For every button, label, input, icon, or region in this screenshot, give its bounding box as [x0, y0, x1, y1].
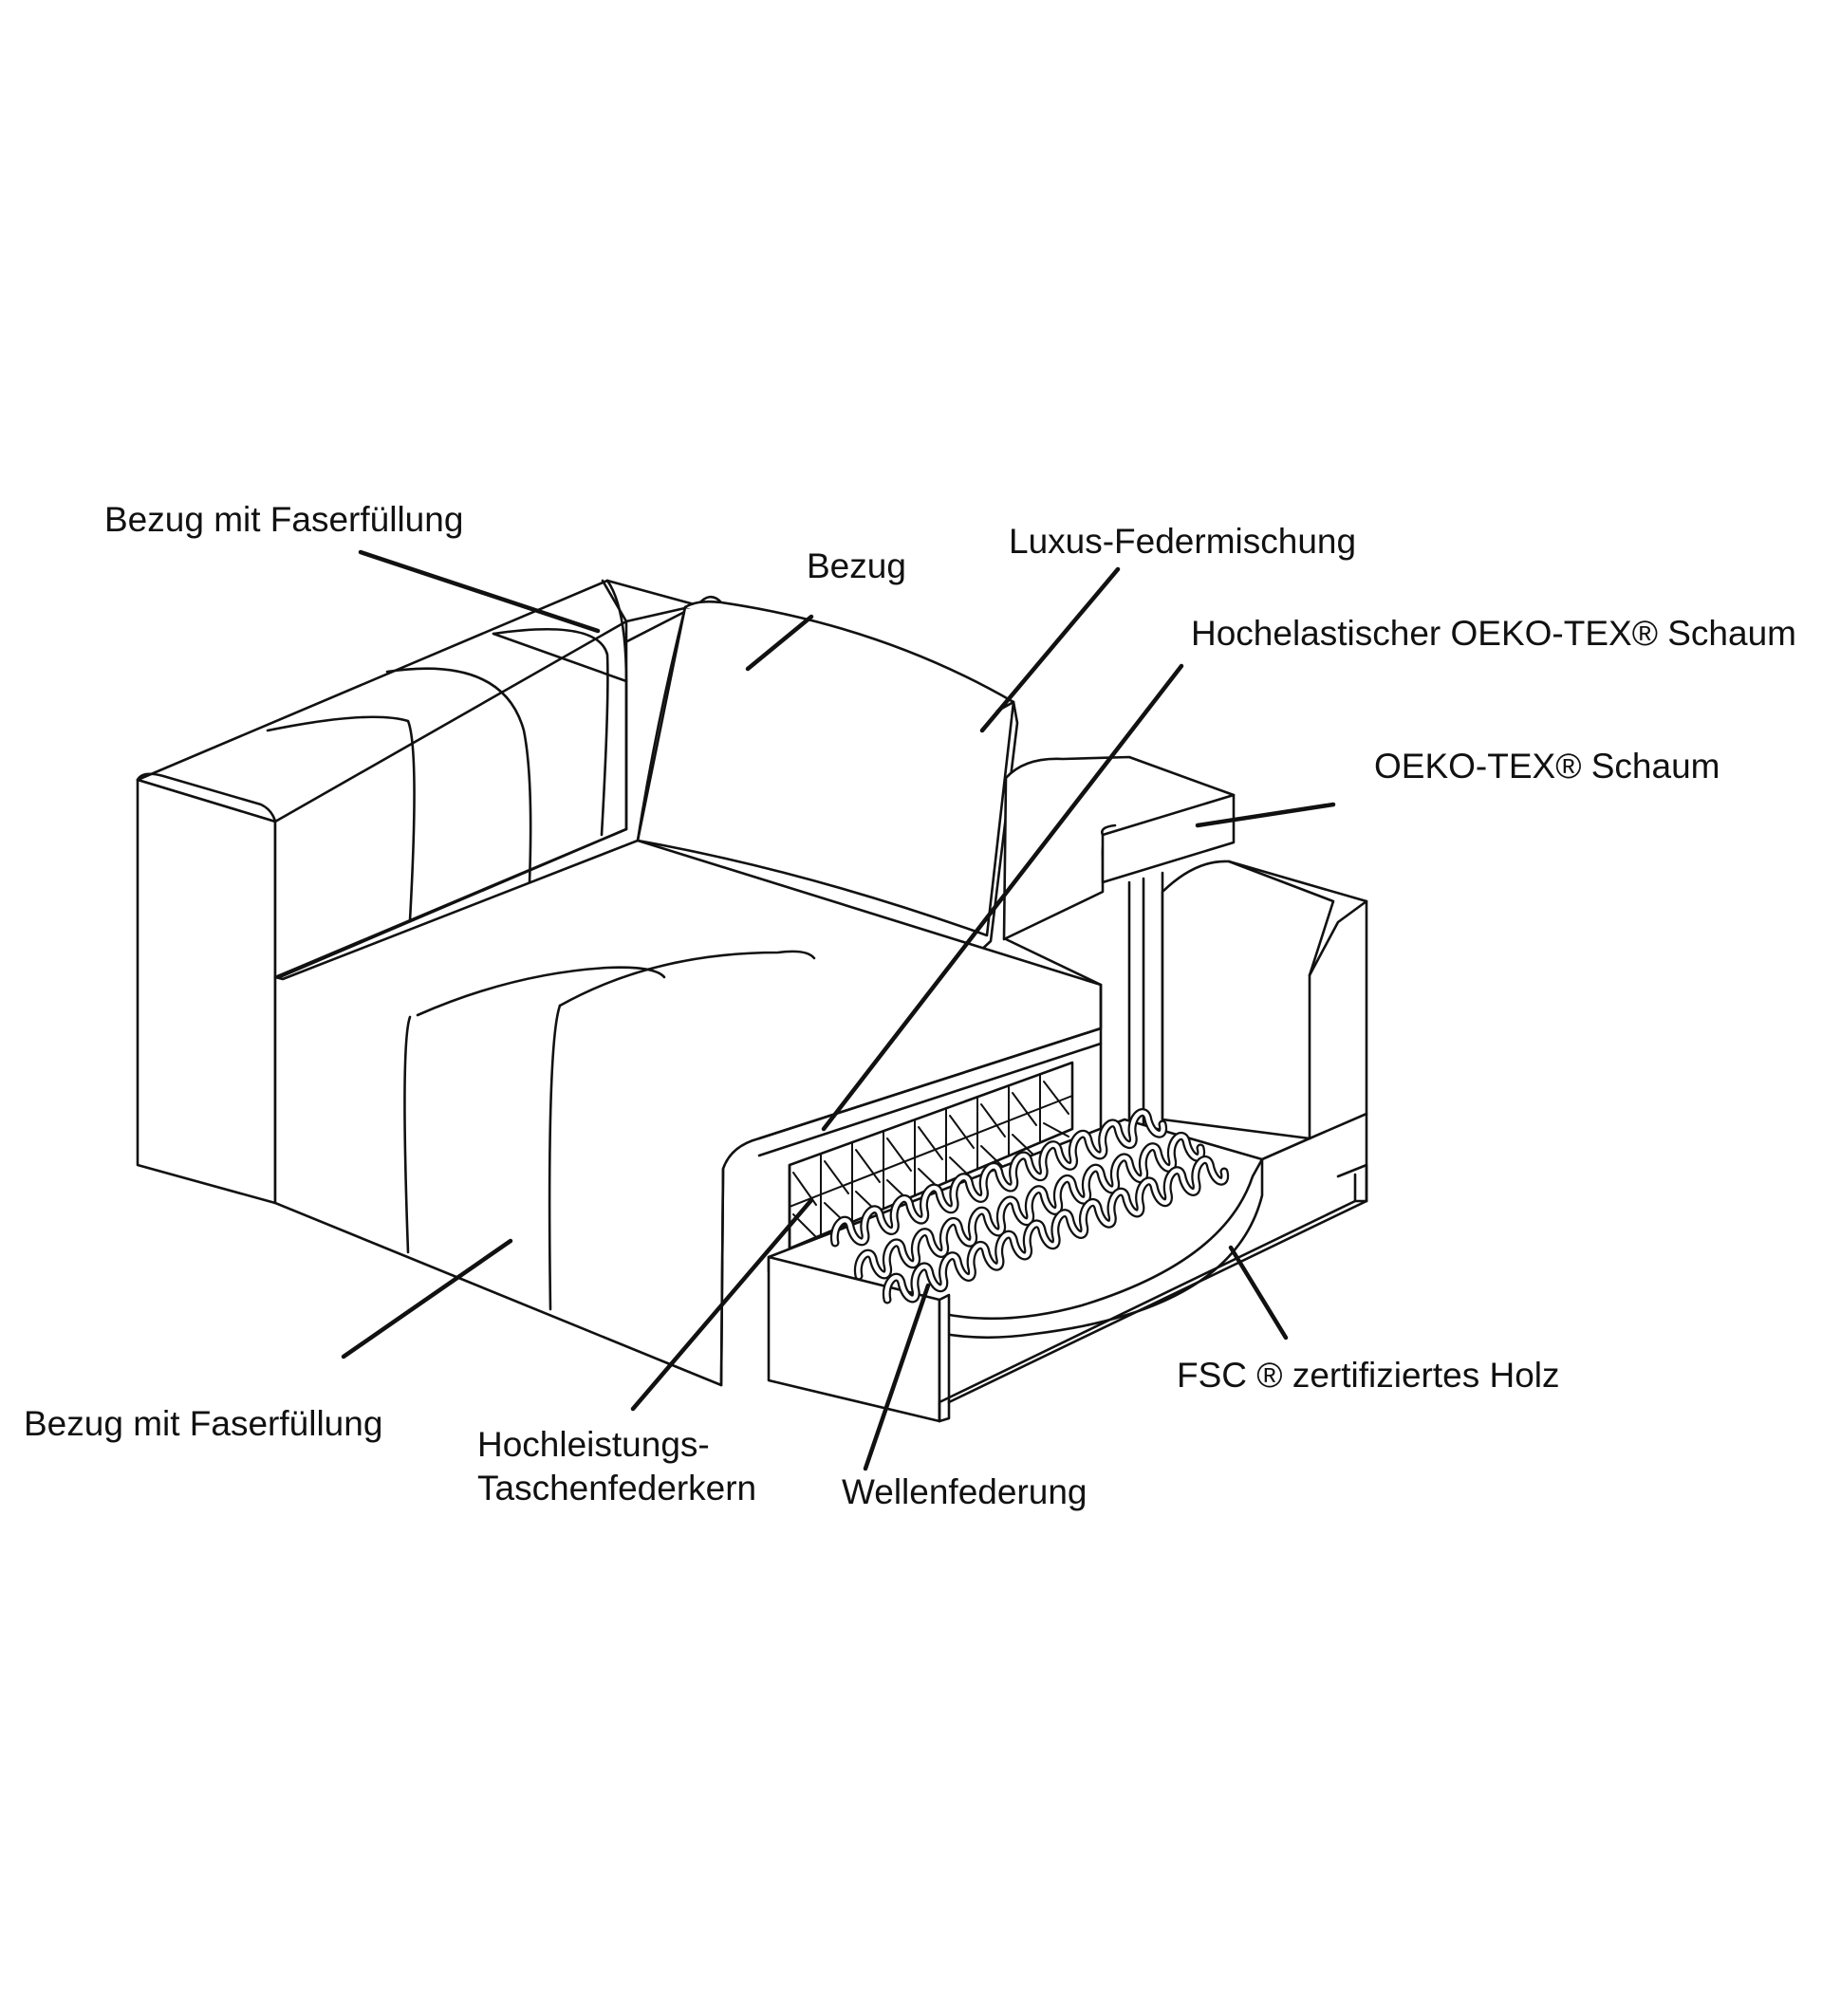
right-armrest: [1002, 755, 1368, 1203]
leader-pocket-spring: [630, 1197, 814, 1412]
wave-spring-row-inner-1: [856, 1134, 1203, 1279]
leader-back-cover: [358, 549, 601, 634]
leader-fsc-wood: [1228, 1245, 1289, 1341]
label-high-resilience-foam: Hochelastischer OEKO-TEX® Schaum: [1191, 614, 1796, 653]
leader-feather-mix: [979, 566, 1121, 733]
label-pocket-spring: Hochleistungs- Taschenfederkern: [477, 1423, 756, 1510]
label-back-cushion-cover: Bezug: [807, 546, 906, 585]
label-wave-springs: Wellenfederung: [842, 1472, 1088, 1511]
wave-spring-row-inner-0: [832, 1110, 1165, 1246]
leader-seat-cover: [341, 1238, 513, 1359]
leader-wave-springs: [863, 1283, 931, 1471]
label-seat-cover: Bezug mit Faserfüllung: [24, 1404, 383, 1443]
leader-high-resilience-foam: [821, 663, 1184, 1132]
label-pocket-spring-line1: Hochleistungs-: [477, 1425, 710, 1464]
leader-back-cushion-cover: [745, 614, 814, 672]
label-pocket-spring-line2: Taschenfederkern: [477, 1469, 757, 1507]
left-armrest: [136, 579, 699, 1205]
leader-armrest-foam: [1195, 802, 1336, 828]
seat-cushion: [273, 827, 1103, 1387]
label-armrest-foam: OEKO-TEX® Schaum: [1374, 747, 1720, 786]
label-fsc-wood: FSC ® zertifiziertes Holz: [1177, 1356, 1560, 1395]
label-back-cover: Bezug mit Faserfüllung: [104, 500, 464, 539]
label-feather-mix: Luxus-Federmischung: [1009, 522, 1357, 561]
wave-springs: [829, 1108, 1230, 1304]
wave-spring-row-inner-2: [884, 1157, 1227, 1303]
pocket-spring-core: [788, 1061, 1074, 1292]
leader-lines: [341, 549, 1336, 1471]
